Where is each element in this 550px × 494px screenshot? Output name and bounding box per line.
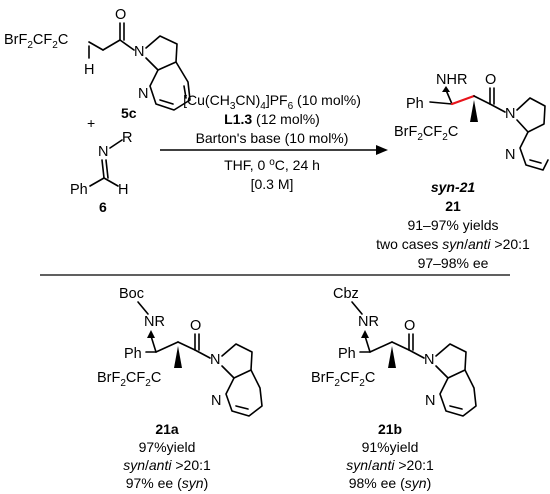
base-text: Barton's base (10 mol%) xyxy=(196,130,349,146)
product-stereo-label: syn-21 xyxy=(431,179,476,195)
example-b-label: 21b xyxy=(378,421,402,437)
imine-phenyl: Ph xyxy=(70,182,88,198)
h-atom: H xyxy=(84,62,94,78)
boc-group: Boc xyxy=(119,286,144,302)
example-21b: Cbz NR Ph O N N BrF2CF2C 21b 91%yield sy… xyxy=(311,286,477,491)
carbonyl-oxygen: O xyxy=(115,7,126,23)
example-b-amide-n: N xyxy=(424,352,434,368)
example-b-chain: BrF2CF2C xyxy=(311,370,375,389)
product-syn-21: NHR Ph O N N BrF2CF2C syn-21 21 91–97% y… xyxy=(376,72,549,271)
substrate-label: 5c xyxy=(121,105,137,121)
ee-range: 97–98% ee xyxy=(418,255,489,271)
example-a-label: 21a xyxy=(155,421,179,437)
example-b-yield: 91%yield xyxy=(362,439,419,455)
amide-nitrogen: N xyxy=(134,44,144,60)
substrate-5c: BrF2CF2C H O N N 5c xyxy=(4,7,191,121)
example-b-dr: syn/anti >20:1 xyxy=(346,457,434,473)
new-cc-bond xyxy=(450,94,476,106)
product-nhr: NHR xyxy=(436,72,467,88)
yield-range: 91–97% yields xyxy=(407,217,498,233)
example-a-phenyl: Ph xyxy=(124,346,142,362)
example-a-ee: 97% ee (syn) xyxy=(126,475,209,491)
ligand-text: L1.3 (12 mol%) xyxy=(224,111,320,127)
imine-6: N R Ph H 6 xyxy=(70,130,132,215)
product-carbonyl-oxygen: O xyxy=(485,72,496,88)
imine-h: H xyxy=(118,182,128,198)
example-b-ee: 98% ee (syn) xyxy=(349,475,432,491)
product-amide-nitrogen: N xyxy=(505,106,515,122)
example-b-pyridine-n: N xyxy=(425,393,435,409)
product-chain: BrF2CF2C xyxy=(394,124,458,143)
example-b-nr: NR xyxy=(358,314,379,330)
example-a-nr: NR xyxy=(144,314,165,330)
plus-sign: + xyxy=(87,115,95,131)
imine-label: 6 xyxy=(99,199,107,215)
concentration-text: [0.3 M] xyxy=(251,176,294,192)
solvent-temp-text: THF, 0 oC, 24 h xyxy=(224,157,320,173)
example-a-yield: 97%yield xyxy=(139,439,196,455)
example-a-pyridine-n: N xyxy=(211,393,221,409)
substrate-chain: BrF2CF2C xyxy=(4,32,68,51)
cbz-group: Cbz xyxy=(333,286,359,302)
example-a-amide-n: N xyxy=(210,352,220,368)
arrowhead-icon xyxy=(376,145,388,155)
reaction-conditions: [Cu(CH3CN)4]PF6 (10 mol%) L1.3 (12 mol%)… xyxy=(160,92,388,192)
catalyst-text: [Cu(CH3CN)4]PF6 (10 mol%) xyxy=(183,92,361,112)
example-a-oxygen: O xyxy=(190,318,201,334)
product-phenyl: Ph xyxy=(406,96,424,112)
imine-r-group: R xyxy=(122,130,132,146)
example-a-dr: syn/anti >20:1 xyxy=(123,457,211,473)
example-a-chain: BrF2CF2C xyxy=(97,370,161,389)
imine-nitrogen: N xyxy=(98,144,108,160)
product-pyridine-nitrogen: N xyxy=(505,147,515,163)
product-number: 21 xyxy=(445,198,461,214)
dr-summary: two cases syn/anti >20:1 xyxy=(376,236,530,252)
wedge-bond xyxy=(442,86,450,92)
example-b-oxygen: O xyxy=(404,318,415,334)
pyridine-nitrogen: N xyxy=(138,86,148,102)
example-21a: Boc NR Ph O N N BrF2CF2C 21a 97%yield sy… xyxy=(97,286,263,491)
hash-bond xyxy=(470,100,478,122)
example-b-phenyl: Ph xyxy=(338,346,356,362)
